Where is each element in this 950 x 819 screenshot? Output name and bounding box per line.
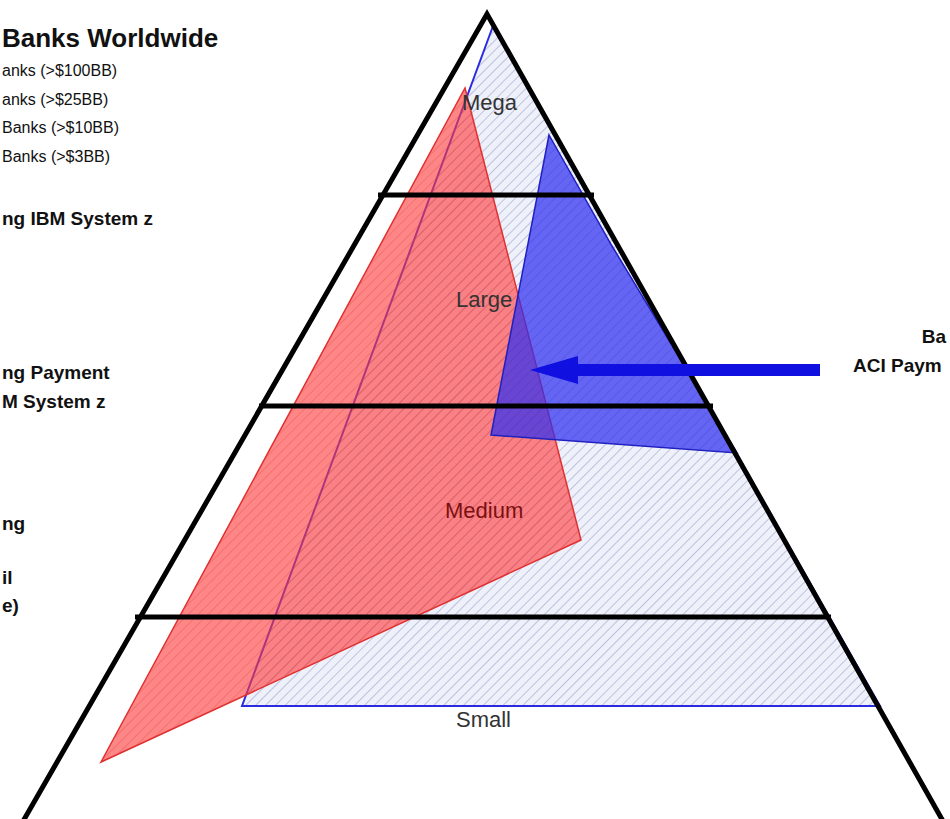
side-label: ng Payment (2, 362, 110, 384)
side-label: Banks (>$3BB) (2, 148, 110, 166)
chart-title: Banks Worldwide (2, 24, 218, 54)
band-region: Mega (458, 88, 521, 118)
side-label: M System z (2, 391, 105, 413)
band-line (378, 193, 594, 198)
side-label: anks (>$25BB) (2, 91, 108, 109)
band-name: Mega (462, 90, 517, 116)
pointer-arrow (575, 364, 820, 376)
side-label: il (2, 567, 13, 589)
side-label: ACI Paym (853, 355, 942, 377)
band-region: Medium (441, 496, 527, 526)
band-region: Small (452, 705, 515, 735)
band-line (259, 404, 713, 409)
band-name: Medium (445, 498, 523, 524)
side-label: ng IBM System z (2, 208, 153, 230)
band-name: Small (456, 707, 511, 733)
band-name: Large (456, 287, 512, 313)
arrow-head (530, 356, 578, 384)
band-line (135, 615, 831, 620)
side-label: Ba (922, 326, 946, 348)
band-region: Large (452, 285, 516, 315)
pyramid-outline (18, 14, 948, 819)
side-label: e) (2, 595, 19, 617)
side-label: ng (2, 513, 25, 535)
side-label: anks (>$100BB) (2, 62, 117, 80)
side-label: Banks (>$10BB) (2, 119, 119, 137)
